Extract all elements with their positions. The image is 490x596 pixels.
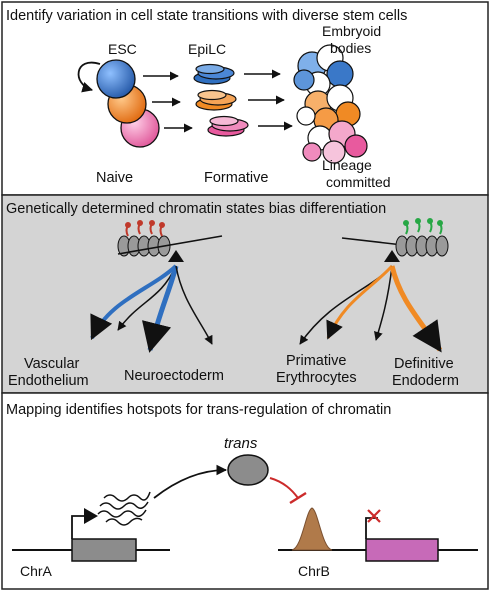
panel-trans-regulation: Mapping identifies hotspots for trans-re… [1, 392, 489, 590]
chromatin-right [341, 218, 449, 262]
accessibility-peak [291, 507, 333, 551]
arrow-to-trans [153, 464, 228, 499]
primative-label-line1: Primative [286, 353, 346, 369]
vascular-label-line2: Endothelium [8, 373, 89, 389]
inhibition-bar [289, 491, 307, 505]
embryoid-label-line1: Embryoid [322, 23, 381, 39]
arrow-right-mid [374, 265, 393, 341]
trans-label: trans [224, 435, 258, 452]
epilc-pink-cells [207, 115, 249, 137]
rna-transcripts [97, 491, 151, 526]
promoter-arrow-b [365, 517, 378, 539]
panel-1-title: Identify variation in cell state transit… [6, 8, 407, 24]
arrow-definitive [389, 265, 443, 353]
vascular-label-line1: Vascular [24, 356, 80, 372]
epilc-label: EpiLC [188, 41, 226, 57]
promoter-arrowhead-a [84, 508, 98, 524]
fulcrum-right [384, 250, 400, 262]
chrb-label: ChrB [298, 563, 330, 579]
embryoid-label-line2: bodies [330, 40, 371, 56]
self-renewal-arrow [77, 61, 101, 93]
green-histone-marks [403, 218, 443, 235]
definitive-label-line2: Endoderm [392, 373, 459, 389]
gene-b-box [365, 538, 439, 562]
inhibition-arrow [269, 477, 299, 499]
chra-label: ChrA [20, 563, 53, 579]
lineage-label-line1: Lineage [322, 157, 372, 173]
embryoid-pink-cluster [302, 120, 368, 164]
panel-2-title: Genetically determined chromatin states … [6, 201, 386, 217]
chromatin-left [117, 220, 223, 262]
trans-factor [227, 454, 269, 486]
arrow-left-right [175, 265, 213, 345]
balance-beam-left [117, 235, 223, 255]
gene-a-box [71, 538, 137, 562]
panel-chromatin-bias: Genetically determined chromatin states … [1, 194, 489, 394]
definitive-label-line1: Definitive [394, 356, 454, 372]
blocked-x-icon [367, 509, 381, 523]
nucleosome-coils-right [395, 235, 449, 257]
panel-cell-states: Identify variation in cell state transit… [1, 1, 489, 196]
fulcrum-left [168, 250, 184, 262]
embryoid-orange-cluster [296, 84, 361, 133]
esc-label: ESC [108, 41, 137, 57]
lineage-label-line2: committed [326, 174, 391, 190]
primative-label-line2: Erythrocytes [276, 370, 357, 386]
embryoid-blue-cluster [293, 44, 354, 97]
arrow-vascular [90, 264, 178, 341]
panel-1-border [1, 1, 489, 196]
panel-3-title: Mapping identifies hotspots for trans-re… [6, 402, 391, 418]
esc-blue-cell [96, 59, 136, 99]
neuroectoderm-label: Neuroectoderm [124, 368, 224, 384]
formative-label: Formative [204, 170, 268, 186]
arrow-neuroectoderm [141, 265, 179, 353]
promoter-arrow-a [71, 515, 84, 539]
red-histone-marks [125, 220, 165, 237]
epilc-orange-cells [195, 89, 237, 111]
arrow-primative [326, 264, 394, 340]
epilc-blue-cells [193, 63, 235, 85]
naive-label: Naive [96, 170, 133, 186]
